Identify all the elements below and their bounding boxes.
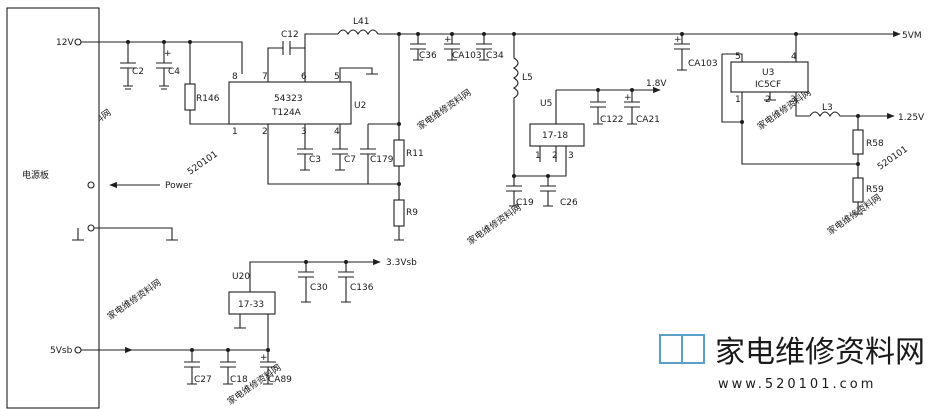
- ic-u3-name: IC5CF: [755, 80, 781, 90]
- rail-5vsb: 5Vsb C27 C18 + CA89 17-33 U20 3.3Vsb C30…: [50, 258, 417, 385]
- watermark-logo: 家电维修资料网 www.520101.com: [659, 334, 925, 392]
- label-c179: C179: [370, 155, 394, 165]
- label-r11: R11: [406, 149, 424, 159]
- label-3-3vsb: 3.3Vsb: [386, 258, 417, 268]
- terminal-12v: [74, 38, 82, 46]
- regulator-u5: L5 17-18 U5 1 2 3 1.8V C122 + CA21 C19 C…: [506, 32, 667, 208]
- svg-text:4: 4: [334, 127, 340, 137]
- ic-u3-ref: U3: [762, 68, 774, 78]
- svg-text:5: 5: [735, 52, 741, 62]
- svg-text:3: 3: [568, 151, 574, 161]
- label-c2: C2: [132, 67, 144, 77]
- label-c18: C18: [230, 375, 248, 385]
- label-r146: R146: [196, 94, 220, 104]
- label-c34: C34: [486, 51, 504, 61]
- svg-text:3: 3: [301, 127, 307, 137]
- watermark-text: 家电维修资料网: [755, 86, 814, 132]
- power-control: Power: [72, 181, 193, 241]
- book-icon: [659, 334, 683, 364]
- label-ca89: CA89: [268, 375, 292, 385]
- resistor-r11: [393, 139, 405, 167]
- ic-u5-name: 17-18: [542, 131, 568, 141]
- ic-u5-body: [529, 123, 585, 147]
- svg-text:+: +: [444, 35, 452, 45]
- rail-12v: 12V C2 C4 + R146: [56, 38, 243, 125]
- caps-5vm-a: C36 + CA103 C34: [410, 32, 504, 61]
- watermark-text: 家电维修资料网: [465, 201, 524, 247]
- ic-u2: 54323 T124A U2 8 7 6 5 1 2 3 4 C12 L41 5…: [228, 17, 922, 185]
- label-c27: C27: [194, 375, 212, 385]
- svg-text:1: 1: [232, 127, 238, 137]
- svg-text:+: +: [674, 35, 682, 45]
- svg-text:5: 5: [334, 72, 340, 82]
- logo-text: 家电维修资料网: [715, 335, 925, 370]
- label-ca103-b: CA103: [688, 59, 718, 69]
- label-12v: 12V: [56, 38, 74, 48]
- label-ca21: CA21: [636, 115, 660, 125]
- resistor-r58: [852, 129, 864, 155]
- ic-u20-name: 17-33: [238, 300, 264, 310]
- resistor-r146: [184, 83, 196, 111]
- label-power: Power: [165, 181, 193, 191]
- svg-text:8: 8: [232, 72, 238, 82]
- svg-text:6: 6: [301, 72, 307, 82]
- resistor-r59: [852, 177, 864, 203]
- ic-u2-line2: T124A: [271, 108, 302, 118]
- svg-text:+: +: [624, 93, 632, 103]
- ic-u3-body: [730, 61, 809, 93]
- label-c26: C26: [560, 198, 578, 208]
- ic-u2-ref: U2: [354, 101, 366, 111]
- ic-u2-line1: 54323: [274, 94, 303, 104]
- label-c12: C12: [281, 30, 299, 40]
- label-r59: R59: [866, 185, 884, 195]
- terminal-power: [87, 181, 95, 189]
- cap-ca103-b: + CA103: [674, 32, 718, 71]
- divider-r11-r9: R11 R9: [393, 32, 424, 241]
- label-l5: L5: [522, 73, 533, 83]
- label-ca103-a: CA103: [452, 51, 482, 61]
- label-c3: C3: [309, 155, 321, 165]
- power-board-box: [6, 7, 100, 409]
- svg-text:1: 1: [735, 95, 741, 105]
- label-c30: C30: [310, 283, 328, 293]
- power-board-label: 电源板: [22, 169, 49, 181]
- svg-text:+: +: [164, 49, 172, 59]
- label-c19: C19: [516, 198, 534, 208]
- label-c122: C122: [600, 115, 623, 125]
- ic-u2-body: [228, 81, 352, 125]
- label-1-25v: 1.25V: [898, 113, 925, 123]
- label-l3: L3: [822, 103, 833, 113]
- ic-u20-ref: U20: [232, 272, 250, 282]
- label-5vsb: 5Vsb: [50, 346, 73, 356]
- logo-url: www.520101.com: [718, 377, 876, 392]
- watermark-text: 家电维修资料网: [415, 86, 474, 132]
- svg-text:2: 2: [552, 151, 558, 161]
- svg-text:4: 4: [791, 52, 797, 62]
- svg-text:7: 7: [262, 72, 268, 82]
- svg-text:3: 3: [790, 95, 796, 105]
- svg-text:+: +: [260, 353, 268, 363]
- label-r9: R9: [406, 208, 418, 218]
- terminal-5vsb: [74, 346, 82, 354]
- label-1-8v: 1.8V: [646, 79, 667, 89]
- regulator-u3: U3 IC5CF 5 4 1 2 3 L3 1.25V R58 R59: [721, 32, 925, 215]
- watermark-text: 家电维修资料网: [105, 276, 164, 322]
- label-l41: L41: [353, 17, 369, 27]
- label-c4: C4: [168, 67, 180, 77]
- label-5vm: 5VM: [902, 31, 922, 41]
- label-c136: C136: [350, 283, 374, 293]
- label-r58: R58: [866, 139, 884, 149]
- label-c7: C7: [344, 155, 356, 165]
- ic-u20-body: [228, 291, 276, 315]
- svg-text:2: 2: [262, 127, 268, 137]
- watermark-number: 520101: [186, 150, 220, 178]
- resistor-r9: [393, 199, 405, 227]
- label-c36: C36: [419, 51, 437, 61]
- svg-text:1: 1: [535, 151, 541, 161]
- terminal-ground: [87, 224, 95, 232]
- ic-u5-ref: U5: [540, 99, 552, 109]
